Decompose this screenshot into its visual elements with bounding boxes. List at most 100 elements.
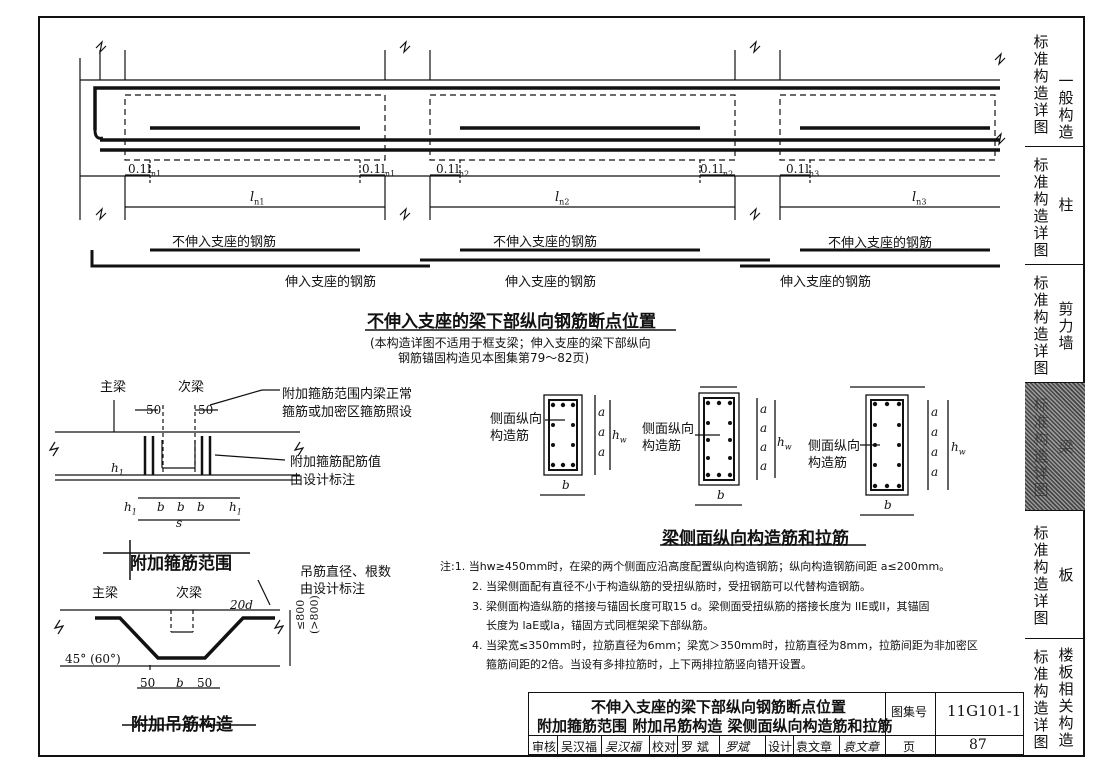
stirrup-dim-b3: b bbox=[197, 500, 205, 514]
tb-designer-sign: 袁文章 bbox=[843, 740, 880, 754]
stirrup-title: 附加箍筋范围 bbox=[130, 554, 232, 574]
side-label-3-l1: 侧面纵向 bbox=[808, 439, 861, 454]
note-4: 4. 当梁宽≤350mm时，拉筋直径为6mm；梁宽＞350mm时，拉筋直径为8m… bbox=[472, 639, 978, 652]
side-b-1: b bbox=[562, 478, 570, 492]
sidebar-item-column[interactable]: 标准构造详图 柱 bbox=[1025, 146, 1085, 264]
hanger-20d: 20d bbox=[230, 598, 253, 612]
stirrup-note1-l1: 附加箍筋范围内梁正常 bbox=[282, 387, 413, 402]
top-diagram-note-1: (本构造详图不适用于框支梁；伸入支座的梁下部纵向 bbox=[370, 336, 651, 350]
hanger-sec-beam: 次梁 bbox=[176, 586, 203, 601]
hanger-dim-50b: 50 bbox=[197, 676, 213, 690]
label-not-into-2: 不伸入支座的钢筋 bbox=[493, 235, 598, 250]
stirrup-sec-beam: 次梁 bbox=[178, 380, 205, 395]
tb-page-number: 87 bbox=[969, 737, 987, 753]
side-label-2-l2: 构造筋 bbox=[642, 439, 682, 454]
sidebar-item-label-right: 梁 bbox=[1058, 438, 1074, 456]
tb-review-label: 审核 bbox=[532, 740, 557, 754]
sidebar-item-slab-related[interactable]: 标准构造详图 楼板相关构造 bbox=[1025, 638, 1085, 757]
sidebar-item-shear-wall[interactable]: 标准构造详图 剪力墙 bbox=[1025, 264, 1085, 382]
sidebar-item-label-left: 标准构造详图 bbox=[1033, 648, 1049, 751]
sidebar-item-label-right: 剪力墙 bbox=[1058, 300, 1074, 352]
stirrup-main-beam: 主梁 bbox=[100, 380, 127, 395]
atlas-number: 11G101-1 bbox=[947, 702, 1022, 720]
tb-reviewer: 吴汉福 bbox=[561, 740, 598, 754]
hanger-angle: 45° (60°) bbox=[65, 652, 121, 666]
stirrup-h1: h1 bbox=[111, 461, 124, 478]
side-bars-title: 梁侧面纵向构造筋和拉筋 bbox=[662, 529, 849, 549]
stirrup-note1-l2: 箍筋或加密区箍筋照设 bbox=[282, 405, 413, 420]
side-label-2-l1: 侧面纵向 bbox=[642, 422, 695, 437]
side-b-2: b bbox=[717, 488, 725, 502]
dim-01ln2-left: 0.1ln2 bbox=[436, 162, 470, 179]
stirrup-dim-h1a: h1 bbox=[124, 500, 137, 517]
dim-01ln3-left: 0.1ln3 bbox=[786, 162, 820, 179]
label-into-1: 伸入支座的钢筋 bbox=[285, 275, 377, 290]
sidebar-item-slab[interactable]: 标准构造详图 板 bbox=[1025, 510, 1085, 638]
span-ln2: ln2 bbox=[555, 190, 570, 207]
side-hw-1: hw bbox=[612, 428, 627, 445]
title-block: 不伸入支座的梁下部纵向钢筋断点位置 附加箍筋范围 附加吊筋构造 梁侧面纵向构造筋… bbox=[528, 692, 1024, 756]
tb-page-label: 页 bbox=[903, 740, 916, 754]
note-3: 3. 梁侧面构造纵筋的搭接与锚固长度可取15 d。梁侧面受扭纵筋的搭接长度为 l… bbox=[472, 600, 930, 613]
top-diagram-note-2: 钢筋锚固构造见本图集第79～82页) bbox=[398, 351, 590, 365]
hanger-note-l1: 吊筋直径、根数 bbox=[300, 565, 392, 580]
stirrup-dim-50b: 50 bbox=[198, 403, 214, 417]
span-ln3: ln3 bbox=[912, 190, 927, 207]
top-diagram-title: 不伸入支座的梁下部纵向钢筋断点位置 bbox=[367, 312, 656, 332]
stirrup-note2-l2: 由设计标注 bbox=[290, 473, 356, 488]
note-2: 2. 当梁侧面配有直径不小于构造纵筋的受扭纵筋时，受扭钢筋可以代替构造钢筋。 bbox=[472, 580, 871, 593]
stirrup-dim-h1b: h1 bbox=[229, 500, 242, 517]
hanger-dim-50a: 50 bbox=[140, 676, 156, 690]
sidebar-item-label-left: 标准构造详图 bbox=[1033, 274, 1049, 377]
label-not-into-3: 不伸入支座的钢筋 bbox=[828, 236, 933, 251]
span-ln1: ln1 bbox=[250, 190, 265, 207]
note-1: 注:1. 当hw≥450mm时，在梁的两个侧面应沿高度配置纵向构造钢筋；纵向构造… bbox=[440, 560, 951, 573]
atlas-label: 图集号 bbox=[891, 705, 928, 719]
note-3b: 长度为 laE或la，锚固方式同框架梁下部纵筋。 bbox=[486, 619, 715, 632]
title-block-line1: 不伸入支座的梁下部纵向钢筋断点位置 bbox=[591, 698, 847, 716]
sidebar-item-label-right: 板 bbox=[1058, 566, 1074, 584]
dim-01ln1-left: 0.1ln1 bbox=[128, 162, 162, 179]
stirrup-dim-50a: 50 bbox=[146, 403, 162, 417]
side-hw-3: hw bbox=[951, 440, 966, 457]
side-b-3: b bbox=[884, 498, 892, 512]
tb-design-label: 设计 bbox=[768, 740, 793, 754]
side-label-1-l1: 侧面纵向 bbox=[490, 412, 543, 427]
label-into-2: 伸入支座的钢筋 bbox=[505, 275, 597, 290]
sidebar-item-label-right: 柱 bbox=[1058, 196, 1074, 214]
stirrup-dim-s: s bbox=[176, 516, 183, 530]
sidebar-item-label-left: 标准构造详图 bbox=[1033, 396, 1049, 499]
sidebar-item-label-left: 标准构造详图 bbox=[1033, 33, 1049, 136]
sidebar-item-beam-active[interactable]: 标准构造详图 梁 bbox=[1025, 382, 1085, 510]
stirrup-dim-b1: b bbox=[157, 500, 165, 514]
sidebar-item-label-left: 标准构造详图 bbox=[1033, 156, 1049, 259]
tb-checker: 罗 斌 bbox=[681, 740, 709, 754]
label-not-into-1: 不伸入支座的钢筋 bbox=[172, 235, 277, 250]
note-4b: 箍筋间距的2倍。当设有多排拉筋时，上下两排拉筋竖向错开设置。 bbox=[486, 658, 812, 671]
tb-checker-sign: 罗斌 bbox=[725, 740, 750, 754]
sidebar-item-label-right: 楼板相关构造 bbox=[1058, 646, 1074, 749]
label-into-3: 伸入支座的钢筋 bbox=[780, 275, 872, 290]
sidebar-item-label-right: 一般构造 bbox=[1058, 72, 1074, 141]
stirrup-dim-b2: b bbox=[177, 500, 185, 514]
dim-01ln1-right: 0.1ln1 bbox=[362, 162, 396, 179]
stirrup-note2-l1: 附加箍筋配筋值 bbox=[290, 455, 382, 470]
side-hw-2: hw bbox=[777, 435, 792, 452]
hanger-dim-b: b bbox=[176, 676, 184, 690]
hanger-note-l2: 由设计标注 bbox=[300, 582, 366, 597]
hanger-main-beam: 主梁 bbox=[92, 586, 119, 601]
hanger-v2: (>800) bbox=[308, 595, 321, 634]
tb-check-label: 校对 bbox=[652, 740, 677, 754]
side-label-1-l2: 构造筋 bbox=[490, 429, 530, 444]
sidebar-item-general[interactable]: 标准构造详图 一般构造 bbox=[1025, 16, 1085, 146]
tb-designer: 袁文章 bbox=[796, 740, 833, 754]
side-label-3-l2: 构造筋 bbox=[808, 456, 848, 471]
hanger-title: 附加吊筋构造 bbox=[131, 715, 233, 735]
tb-reviewer-sign: 吴汉福 bbox=[605, 740, 642, 754]
hanger-v1: ≤800 bbox=[294, 599, 307, 630]
title-block-line2: 附加箍筋范围 附加吊筋构造 梁侧面纵向构造筋和拉筋 bbox=[537, 717, 893, 735]
